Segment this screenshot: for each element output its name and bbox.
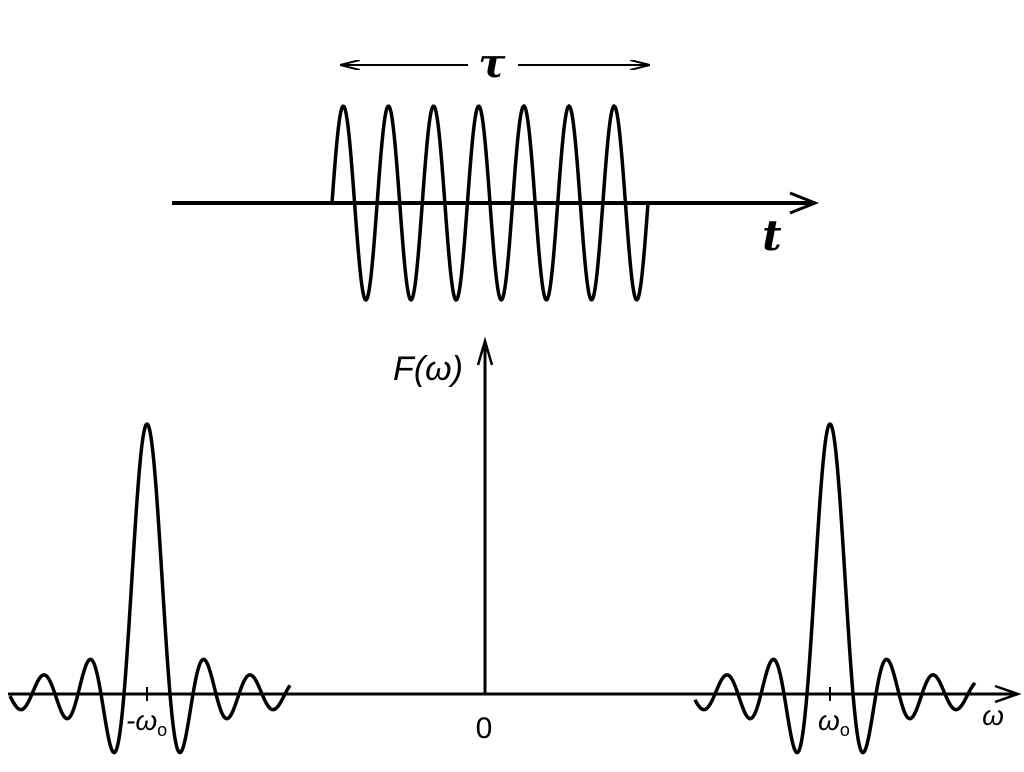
pulse-waveform [330,104,650,302]
pos-peak-label: ωo [818,705,850,740]
spectrum-diagram: F(ω) 0 -ωo ωo ω [8,336,1022,755]
neg-peak-symbol: -ω [126,705,157,736]
spectrum-lobe-negative [8,422,292,755]
frequency-axis-arrowhead [994,684,1022,704]
neg-peak-label: -ωo [126,705,167,740]
amplitude-axis-arrowhead [476,336,494,366]
frequency-axis-label: ω [982,700,1004,731]
amplitude-axis-label: F(ω) [393,350,463,388]
pos-peak-subscript: o [840,720,850,740]
neg-peak-subscript: o [157,720,167,740]
pos-peak-symbol: ω [818,705,840,736]
time-axis-arrowhead [789,191,820,215]
origin-label: 0 [476,712,493,745]
spectrum-lobe-positive [693,422,977,755]
duration-label: τ [479,40,506,87]
time-axis-label: t [762,211,781,260]
pulse-diagram: τ t [172,40,820,302]
